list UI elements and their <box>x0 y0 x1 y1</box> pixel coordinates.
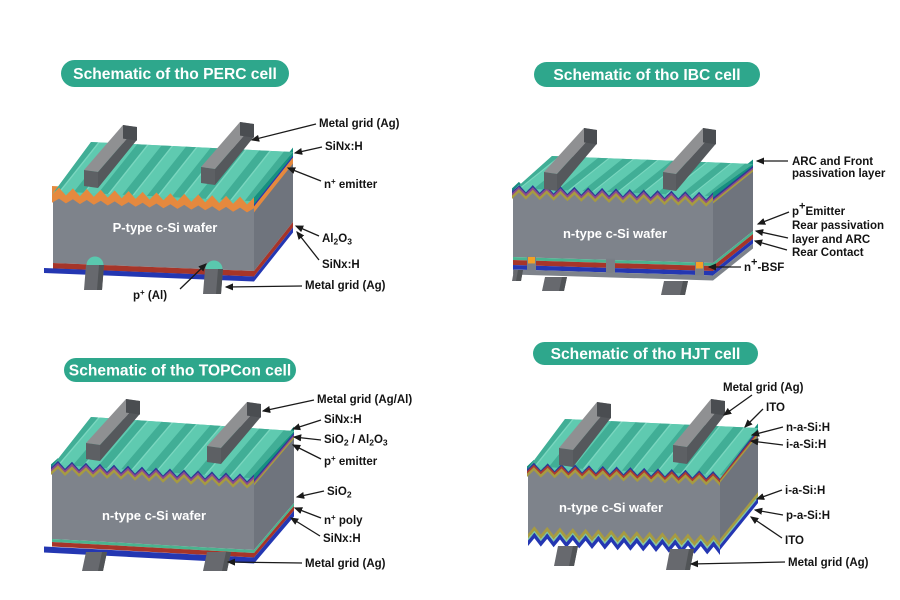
svg-text:Metal grid (Ag): Metal grid (Ag) <box>788 557 869 569</box>
svg-text:layer and ARC: layer and ARC <box>792 234 870 246</box>
svg-text:ARC and Front: ARC and Front <box>792 156 873 168</box>
svg-text:n-type c-Si wafer: n-type c-Si wafer <box>563 226 667 241</box>
svg-text:Schematic of tho HJT cell: Schematic of tho HJT cell <box>551 346 741 363</box>
svg-text:P-type c-Si wafer: P-type c-Si wafer <box>113 220 218 235</box>
svg-text:Rear Contact: Rear Contact <box>792 247 864 259</box>
svg-text:SiNx:H: SiNx:H <box>323 533 361 545</box>
svg-text:Metal grid (Ag): Metal grid (Ag) <box>305 558 386 570</box>
svg-text:Metal grid (Ag): Metal grid (Ag) <box>723 382 804 394</box>
svg-text:ITO: ITO <box>785 535 804 547</box>
svg-text:n+​ poly: n+​ poly <box>324 513 363 527</box>
svg-text:SiNx:H: SiNx:H <box>324 414 362 426</box>
svg-text:SiNx:H: SiNx:H <box>325 141 363 153</box>
svg-text:Al2​O3​: Al2​O3​ <box>322 233 352 247</box>
svg-text:SiO2​: SiO2​ <box>327 486 352 500</box>
svg-text:SiO2​ / Al2​O3​: SiO2​ / Al2​O3​ <box>324 434 388 448</box>
svg-text:Rear passivation: Rear passivation <box>792 220 884 232</box>
svg-text:Schematic of tho TOPCon cell: Schematic of tho TOPCon cell <box>69 363 291 380</box>
svg-text:i-a-Si:H: i-a-Si:H <box>786 439 826 451</box>
svg-text:Metal grid (Ag): Metal grid (Ag) <box>319 118 400 130</box>
svg-text:p+​ (Al): p+​ (Al) <box>133 288 167 302</box>
svg-text:Metal grid (Ag/Al): Metal grid (Ag/Al) <box>317 394 412 406</box>
svg-text:Metal grid (Ag): Metal grid (Ag) <box>305 280 386 292</box>
svg-text:SiNx:H: SiNx:H <box>322 259 360 271</box>
svg-text:n-type c-Si wafer: n-type c-Si wafer <box>102 508 206 523</box>
svg-text:n+​ emitter: n+​ emitter <box>324 177 378 191</box>
svg-text:Schematic of tho PERC cell: Schematic of tho PERC cell <box>73 66 277 83</box>
svg-text:ITO: ITO <box>766 402 785 414</box>
svg-text:n-a-Si:H: n-a-Si:H <box>786 422 830 434</box>
svg-text:p+​ emitter: p+​ emitter <box>324 454 378 468</box>
svg-text:p-a-Si:H: p-a-Si:H <box>786 510 830 522</box>
svg-text:i-a-Si:H: i-a-Si:H <box>785 485 825 497</box>
svg-text:n-type c-Si wafer: n-type c-Si wafer <box>559 500 663 515</box>
svg-text:passivation layer: passivation layer <box>792 168 886 180</box>
svg-text:Schematic of tho IBC cell: Schematic of tho IBC cell <box>553 67 740 84</box>
